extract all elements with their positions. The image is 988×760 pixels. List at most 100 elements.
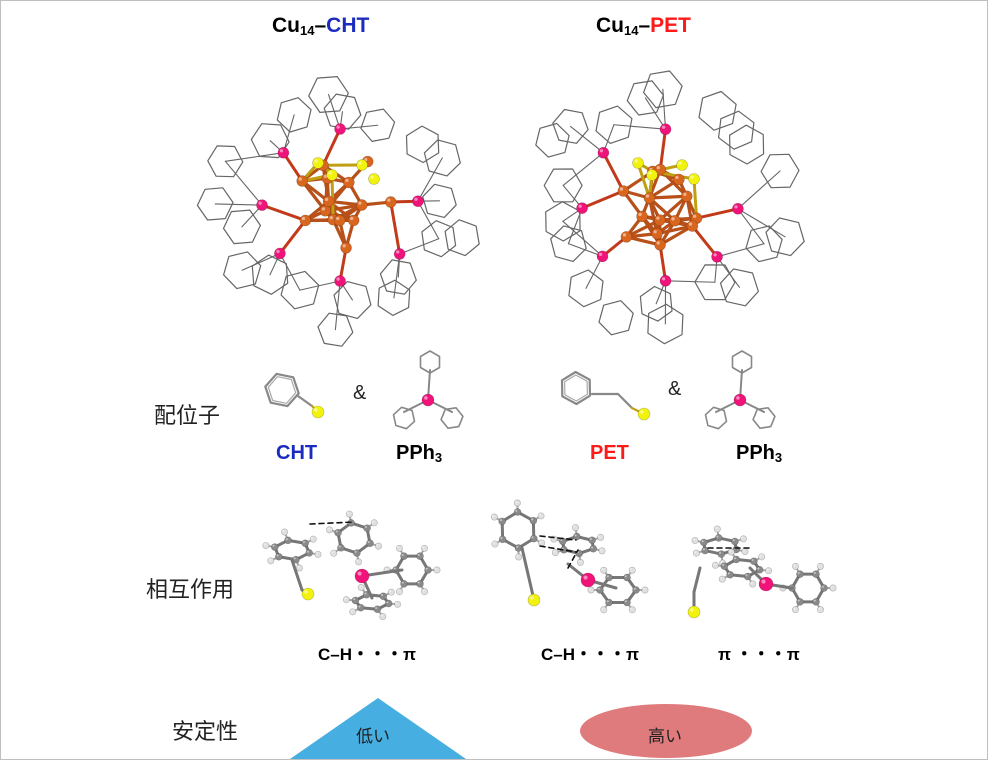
atom-highlight: [624, 575, 627, 578]
atom-highlight: [606, 600, 609, 603]
row-label-ligand: 配位子: [154, 404, 221, 429]
p-c-bond: [241, 252, 281, 271]
phenyl-ring: [196, 187, 234, 221]
phenyl-ring: [223, 251, 262, 290]
atom-highlight: [601, 607, 604, 610]
cu-cu-bond: [658, 194, 689, 222]
cu-s-bond: [692, 177, 699, 220]
atom-highlight: [395, 602, 398, 605]
p-c-bond: [417, 200, 440, 240]
copper-atom: [343, 176, 355, 189]
hydrogen-atom: [421, 588, 429, 596]
cht-ligand-structure: [264, 372, 325, 419]
atom-highlight: [750, 581, 753, 584]
hydrogen-atom: [314, 550, 322, 558]
hydrogen-atom: [537, 512, 545, 520]
pph3-ligand-structure-left: [392, 350, 464, 430]
atom-highlight: [314, 408, 318, 412]
atom-highlight: [751, 558, 754, 562]
phosphorus-atom: [580, 572, 596, 588]
copper-atom: [356, 199, 368, 211]
copper-atom: [384, 196, 397, 208]
phenyl-ring: [444, 219, 480, 257]
phenyl-ring: [718, 110, 755, 150]
atom-highlight: [597, 587, 600, 590]
phosphorus-atom: [597, 146, 610, 159]
hydrogen-atom: [600, 606, 608, 614]
carbon-atom: [400, 580, 408, 588]
interaction-dashed-line: [309, 521, 355, 525]
atom-highlight: [424, 396, 428, 400]
phosphorus-atom: [256, 199, 268, 211]
hydrogen-atom: [587, 586, 595, 594]
chain-bond: [520, 546, 530, 576]
phenyl-ring: [560, 370, 592, 406]
atom-highlight: [656, 241, 660, 245]
hydrogen-atom: [374, 542, 382, 550]
atom-highlight: [268, 558, 271, 561]
phenyl-ring: [639, 285, 673, 322]
atom-highlight: [648, 171, 652, 175]
hydrogen-atom: [727, 548, 735, 556]
atom-highlight: [589, 537, 592, 541]
cu-cu-bond: [655, 224, 695, 236]
phenyl-ring: [564, 374, 589, 402]
interaction-structure-cht: [262, 510, 441, 620]
atom-highlight: [813, 599, 816, 602]
phosphorus-atom: [711, 251, 723, 263]
cu-cu-bond: [658, 224, 695, 247]
copper-atom: [322, 195, 335, 208]
atom-highlight: [258, 201, 262, 205]
atom-highlight: [688, 222, 693, 226]
carbon-atom: [366, 539, 374, 548]
phosphorus-atom: [659, 123, 672, 135]
carbon-atom: [498, 535, 507, 544]
atom-highlight: [336, 216, 340, 221]
atom-highlight: [329, 216, 333, 220]
atom-highlight: [619, 187, 624, 191]
atom-highlight: [276, 249, 280, 254]
atom-highlight: [692, 538, 695, 541]
phenyl-ring: [552, 108, 589, 144]
atom-highlight: [401, 553, 404, 556]
cu-cu-bond: [647, 196, 659, 236]
pet-ligand-structure: [560, 370, 651, 421]
copper-atom: [654, 239, 666, 251]
atom-highlight: [364, 525, 367, 529]
phosphorus-atom: [659, 275, 672, 287]
p-c-bond: [224, 160, 263, 206]
copper-atom: [686, 220, 699, 232]
hydrogen-atom: [741, 547, 749, 555]
hydrogen-atom: [490, 513, 498, 521]
carbon-atom: [632, 586, 640, 594]
p-c-bond: [716, 243, 765, 258]
cu14-cht-cluster-structure: [196, 76, 480, 347]
cu-p-bond: [658, 127, 668, 172]
atom-highlight: [396, 250, 400, 254]
carbon-atom: [416, 552, 424, 560]
phenyl-ring: [419, 350, 441, 374]
carbon-atom: [605, 598, 613, 607]
p-c-bond: [562, 220, 604, 257]
atom-highlight: [573, 525, 576, 528]
carbon-atom: [424, 566, 432, 574]
ligand-label-pet: PET: [590, 442, 629, 464]
atom-highlight: [734, 205, 738, 209]
p-c-bond: [417, 157, 443, 202]
hydrogen-atom: [267, 557, 275, 565]
interaction-label-pet-ch-pi: C–H・・・π: [541, 645, 640, 664]
atom-highlight: [380, 614, 383, 617]
phenyl-ring: [276, 97, 312, 133]
phenyl-ring: [207, 145, 244, 178]
atom-highlight: [538, 513, 541, 516]
atom-highlight: [797, 599, 800, 602]
atom-highlight: [678, 161, 682, 165]
phosphorus-atom: [334, 123, 346, 135]
title-cu14-cht: Cu14–CHT: [272, 14, 370, 38]
phenyl-ring: [250, 123, 290, 159]
hydrogen-atom: [421, 544, 429, 552]
sulfur-atom: [312, 157, 324, 169]
atom-highlight: [624, 600, 627, 603]
cu-p-bond: [601, 151, 625, 193]
hydrogen-atom: [576, 558, 584, 566]
